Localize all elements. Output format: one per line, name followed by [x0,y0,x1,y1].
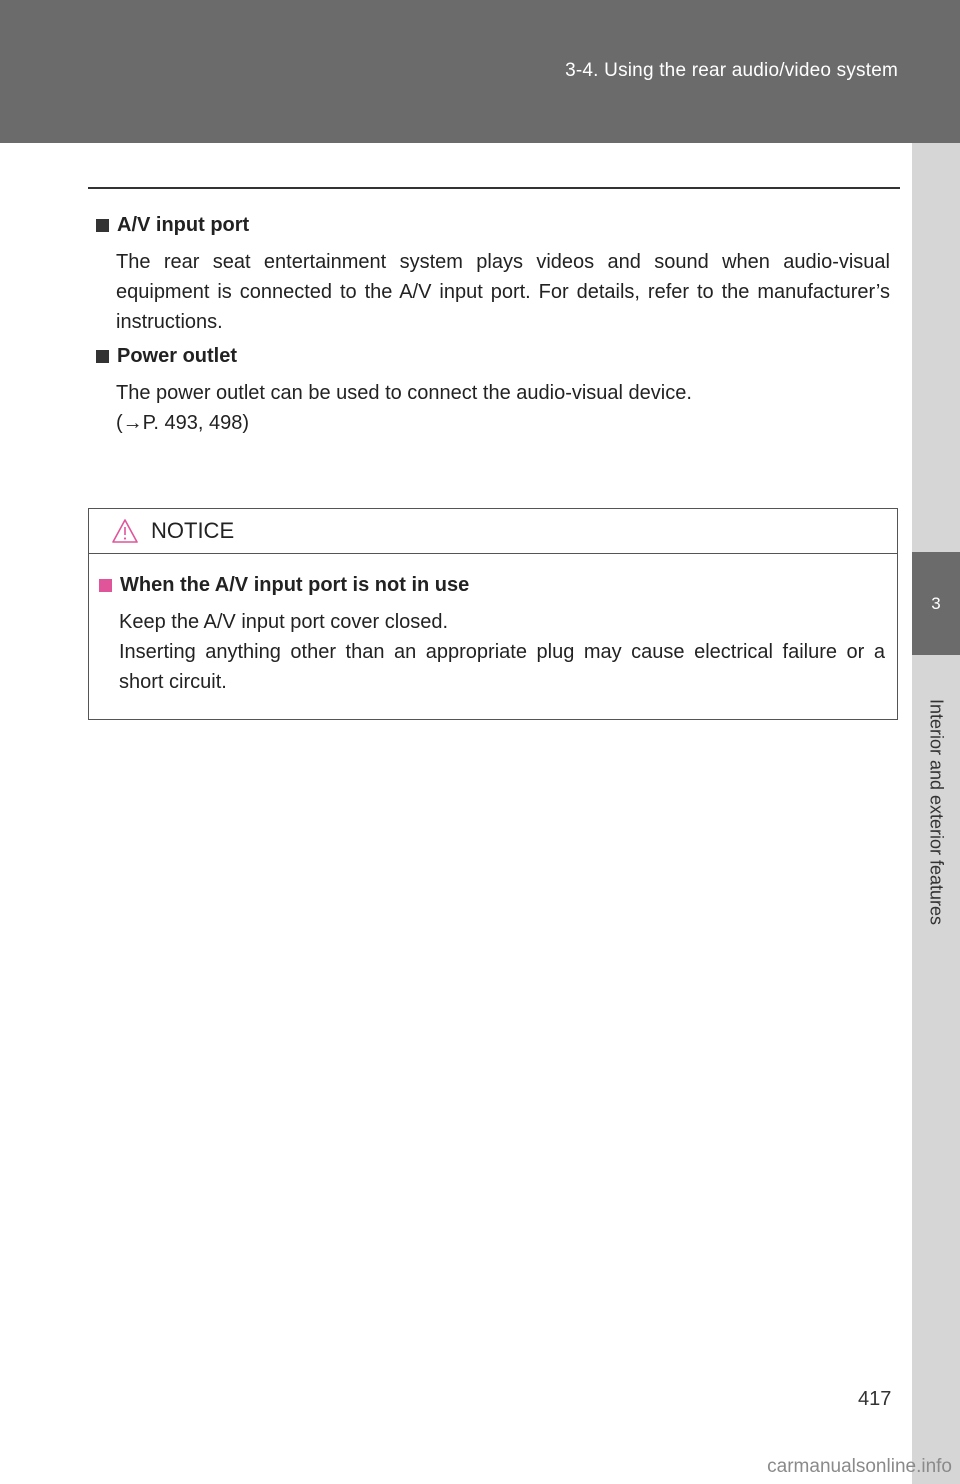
divider [88,187,900,189]
section-heading: A/V input port [96,214,890,237]
notice-text: Keep the A/V input port cover closed. [119,611,449,633]
notice-title: NOTICE [151,518,235,543]
notice-box: NOTICE When the A/V input port is not in… [88,508,898,720]
notice-subheading: When the A/V input port is not in use [99,574,885,597]
heading-text: Power outlet [117,345,238,367]
page-number: 417 [858,1388,892,1410]
square-bullet-icon [99,579,112,592]
paragraph: The rear seat entertainment system plays… [116,251,890,333]
page-reference: (→P. 493, 498) [116,412,250,434]
paragraph: The power outlet can be used to connect … [116,382,692,404]
section-title: 3-4. Using the rear audio/video system [565,60,898,81]
watermark: carmanualsonline.info [767,1456,952,1477]
chapter-label: Interior and exterior features [926,698,947,926]
notice-body: When the A/V input port is not in use Ke… [89,554,897,697]
notice-header: NOTICE [89,509,897,554]
square-bullet-icon [96,350,109,363]
chapter-side-tab [912,143,960,1484]
page-header: 3-4. Using the rear audio/video system [0,0,960,143]
subheading-text: When the A/V input port is not in use [120,574,470,596]
heading-text: A/V input port [117,214,250,236]
section-heading: Power outlet [96,345,890,368]
main-content: A/V input port The rear seat entertainme… [96,214,890,438]
warning-triangle-icon [112,519,138,543]
square-bullet-icon [96,219,109,232]
chapter-number: 3 [912,552,960,655]
notice-text: Inserting anything other than an appropr… [119,641,885,693]
